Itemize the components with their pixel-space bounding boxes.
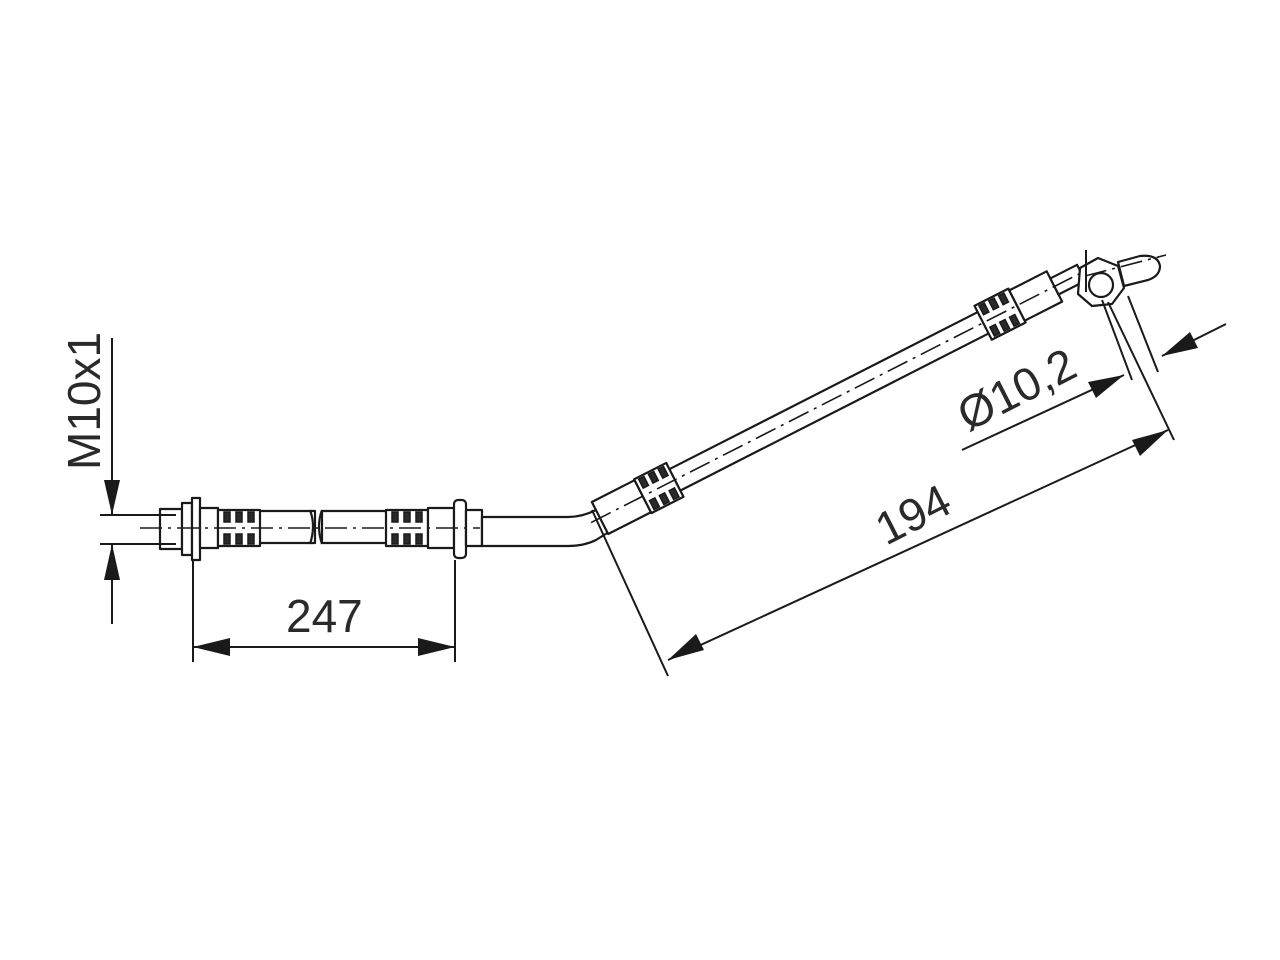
thread-label: M10x1 — [58, 332, 110, 470]
angled-hose-section — [590, 263, 1100, 536]
length-label-angled: 194 — [867, 474, 959, 555]
length-dimension-straight: 247 — [192, 560, 456, 662]
banjo-fitting — [1076, 250, 1167, 308]
length-label-straight: 247 — [286, 590, 363, 642]
mounting-flange — [452, 498, 468, 560]
thread-dimension: M10x1 — [58, 332, 176, 624]
left-hose-section — [140, 496, 614, 562]
